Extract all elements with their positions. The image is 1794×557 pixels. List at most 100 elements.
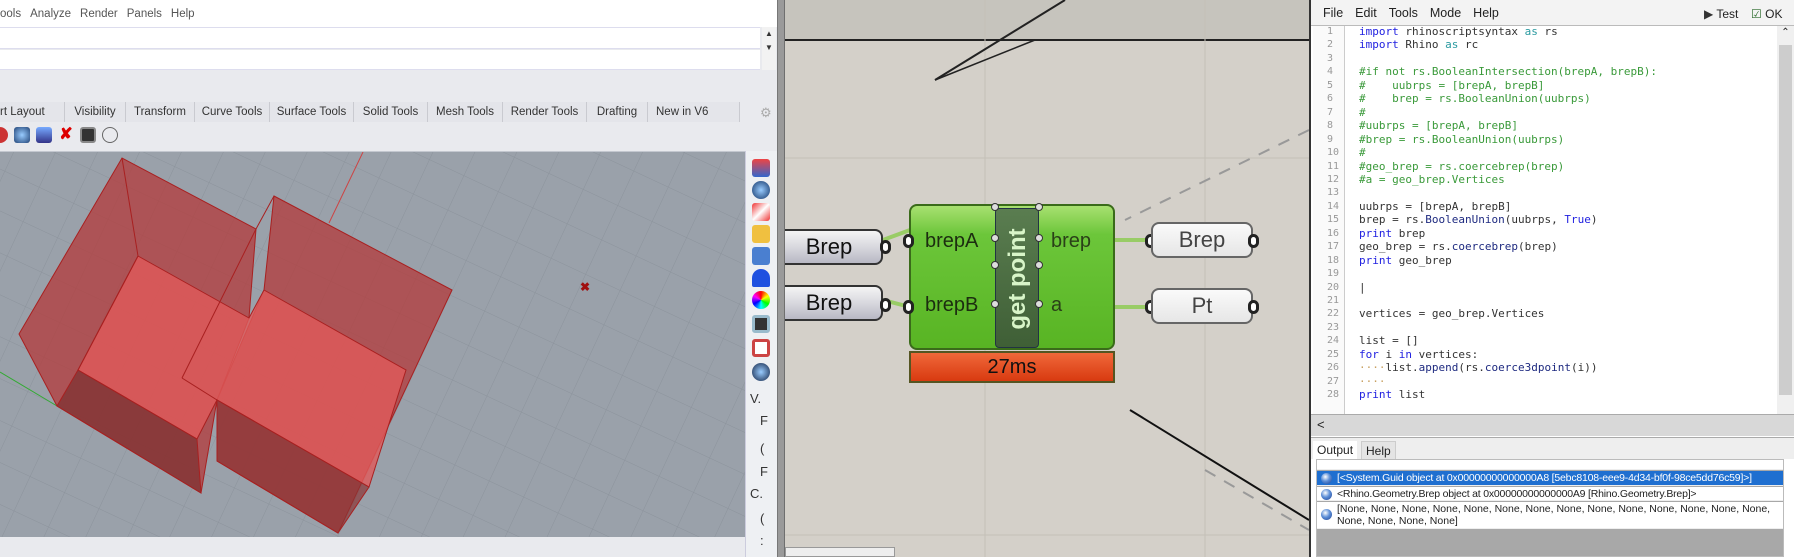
code-line[interactable]: list = [] xyxy=(1359,334,1419,347)
code-line[interactable]: ····list.append(rs.coerce3dpoint(i)) xyxy=(1359,361,1597,374)
code-line[interactable]: for i in vertices: xyxy=(1359,348,1478,361)
menu-tools[interactable]: Tools xyxy=(1388,5,1418,20)
side-list-item[interactable]: : xyxy=(760,533,764,548)
code-line[interactable]: #if not rs.BooleanIntersection(brepA, br… xyxy=(1359,65,1657,78)
code-line[interactable]: #geo_brep = rs.coercebrep(brep) xyxy=(1359,160,1564,173)
input-port-brepb[interactable] xyxy=(903,300,914,314)
code-line[interactable]: # uubrps = [brepA, brepB] xyxy=(1359,79,1544,92)
tab-curve-tools[interactable]: Curve Tools xyxy=(195,102,270,122)
handle[interactable] xyxy=(1035,261,1043,269)
menu-file[interactable]: File xyxy=(1323,5,1344,20)
tab-visibility[interactable]: Visibility xyxy=(65,102,126,122)
code-line[interactable]: import rhinoscriptsyntax as rs xyxy=(1359,25,1558,38)
globe-icon[interactable] xyxy=(14,127,30,143)
brep-param-a[interactable]: Brep xyxy=(785,229,883,265)
handle[interactable] xyxy=(991,234,999,242)
code-line[interactable]: #uubrps = [brepA, brepB] xyxy=(1359,119,1518,132)
notifications-icon[interactable] xyxy=(752,269,770,287)
named-views-icon[interactable] xyxy=(752,247,770,265)
materials-icon[interactable] xyxy=(752,159,770,177)
code-line[interactable]: brep = rs.BooleanUnion(uubrps, True) xyxy=(1359,213,1597,226)
handle[interactable] xyxy=(991,203,999,211)
texture-icon[interactable] xyxy=(752,203,770,221)
menu-help[interactable]: Help xyxy=(1473,5,1499,20)
tab-viewport-layout[interactable]: rt Layout xyxy=(0,102,65,122)
menu-edit[interactable]: Edit xyxy=(1355,5,1377,20)
side-list-item[interactable]: V. xyxy=(750,391,762,406)
code-line[interactable]: import Rhino as rc xyxy=(1359,38,1478,51)
menu-panels[interactable]: Panels xyxy=(126,7,162,20)
window-divider[interactable] xyxy=(777,0,785,557)
tab-solid-tools[interactable]: Solid Tools xyxy=(354,102,428,122)
test-button[interactable]: ▶ Test xyxy=(1704,7,1738,21)
folder-icon[interactable] xyxy=(752,225,770,243)
canvas-toolbar[interactable] xyxy=(785,547,895,557)
boolean-union-brep[interactable] xyxy=(18,157,453,534)
output-port[interactable] xyxy=(1248,300,1259,314)
side-list-item[interactable]: F xyxy=(760,413,768,428)
code-line[interactable]: print brep xyxy=(1359,227,1425,240)
menu-analyze[interactable]: Analyze xyxy=(30,7,72,20)
handle[interactable] xyxy=(1035,203,1043,211)
side-list-item[interactable]: ( xyxy=(760,511,765,526)
code-line[interactable]: uubrps = [brepA, brepB] xyxy=(1359,200,1511,213)
pt-output-param[interactable]: Pt xyxy=(1151,288,1253,324)
color-wheel-icon[interactable] xyxy=(752,291,770,309)
display-icon[interactable] xyxy=(80,127,96,143)
menu-render[interactable]: Render xyxy=(80,7,118,20)
output-row[interactable]: [<System.Guid object at 0x00000000000000… xyxy=(1317,471,1783,486)
command-prompt[interactable] xyxy=(0,50,760,70)
code-line[interactable]: #brep = rs.BooleanUnion(uubrps) xyxy=(1359,133,1564,146)
delete-icon[interactable]: ✘ xyxy=(59,126,73,143)
code-line[interactable]: print list xyxy=(1359,388,1425,401)
tab-transform[interactable]: Transform xyxy=(126,102,195,122)
code-line[interactable]: #a = geo_brep.Vertices xyxy=(1359,173,1505,186)
tab-drafting[interactable]: Drafting xyxy=(587,102,648,122)
code-line[interactable]: # xyxy=(1359,106,1366,119)
frame-icon[interactable] xyxy=(752,339,770,357)
brep-output-param[interactable]: Brep xyxy=(1151,222,1253,258)
tab-help[interactable]: Help xyxy=(1361,441,1396,460)
spheres-icon[interactable] xyxy=(752,363,770,381)
brep-param-b[interactable]: Brep xyxy=(785,285,883,321)
menu-tools[interactable]: ools xyxy=(0,7,22,20)
handle[interactable] xyxy=(1035,234,1043,242)
scrollbar-thumb[interactable] xyxy=(1779,45,1792,395)
code-line[interactable]: ···· xyxy=(1359,375,1386,388)
code-line[interactable]: # xyxy=(1359,146,1366,159)
code-line[interactable]: print geo_brep xyxy=(1359,254,1452,267)
gear-icon[interactable]: ⚙ xyxy=(760,105,772,120)
render-icon[interactable] xyxy=(0,127,8,143)
side-list-item[interactable]: ( xyxy=(760,441,765,456)
handle[interactable] xyxy=(991,261,999,269)
perspective-viewport[interactable]: ✖ xyxy=(0,151,745,537)
output-port[interactable] xyxy=(880,240,891,254)
camera-icon[interactable] xyxy=(752,315,770,333)
output-port[interactable] xyxy=(880,298,891,312)
point-marker[interactable]: ✖ xyxy=(580,280,590,294)
code-line[interactable]: vertices = geo_brep.Vertices xyxy=(1359,307,1544,320)
handle[interactable] xyxy=(991,300,999,308)
code-line[interactable]: | xyxy=(1359,281,1366,294)
code-line[interactable]: geo_brep = rs.coercebrep(brep) xyxy=(1359,240,1558,253)
menu-mode[interactable]: Mode xyxy=(1429,5,1462,20)
output-row[interactable]: [None, None, None, None, None, None, Non… xyxy=(1317,502,1783,529)
tab-mesh-tools[interactable]: Mesh Tools xyxy=(428,102,503,122)
output-row[interactable]: <Rhino.Geometry.Brep object at 0x0000000… xyxy=(1317,487,1783,501)
environment-icon[interactable] xyxy=(752,181,770,199)
ok-button[interactable]: ☑ OK xyxy=(1751,7,1782,21)
side-list-item[interactable]: F xyxy=(760,464,768,479)
tab-surface-tools[interactable]: Surface Tools xyxy=(270,102,354,122)
tab-output[interactable]: Output xyxy=(1313,441,1358,460)
command-scrollbar[interactable]: ▲▼ xyxy=(762,27,776,70)
tab-new-in-v6[interactable]: New in V6 xyxy=(648,102,740,122)
grasshopper-canvas[interactable]: Brep Brep brepA brepB get point brep a 2… xyxy=(785,0,1309,557)
shape-icon[interactable] xyxy=(102,127,118,143)
menu-help[interactable]: Help xyxy=(170,7,195,20)
python-script-component[interactable]: brepA brepB get point brep a xyxy=(903,203,1115,350)
output-port[interactable] xyxy=(1248,234,1259,248)
side-list-item[interactable]: C. xyxy=(750,486,763,501)
input-port-brepa[interactable] xyxy=(903,234,914,248)
code-line[interactable]: # brep = rs.BooleanUnion(uubrps) xyxy=(1359,92,1591,105)
cube-icon[interactable] xyxy=(36,127,52,143)
